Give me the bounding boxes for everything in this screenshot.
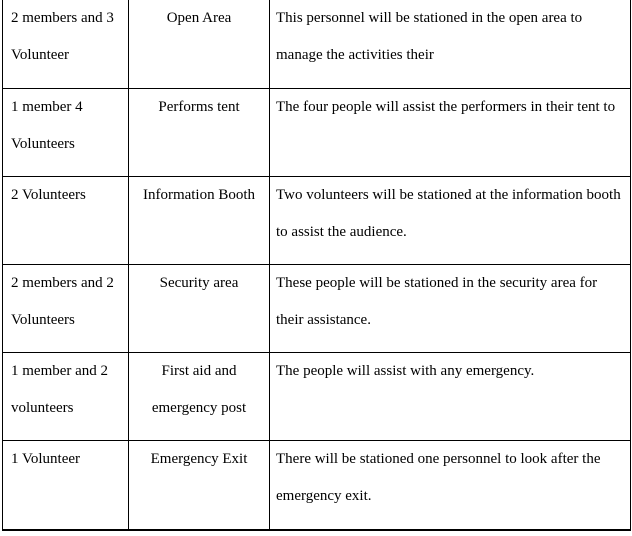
staff-cell: 2 Volunteers [2, 175, 129, 265]
duty-text: These people will be stationed in the se… [276, 274, 598, 328]
table-row: 1 Volunteer Emergency Exit There will be… [2, 439, 631, 531]
location-text: Security area [159, 274, 239, 291]
duty-cell: Two volunteers will be stationed at the … [269, 175, 631, 265]
table-row: 2 members and 2 Volunteers Security area… [2, 263, 631, 353]
staff-cell: 1 Volunteer [2, 439, 129, 531]
table-row: 1 member 4 Volunteers Performs tent The … [2, 87, 631, 177]
location-cell: Performs tent [128, 87, 270, 177]
location-text: Emergency Exit [150, 450, 248, 467]
table-row: 2 Volunteers Information Booth Two volun… [2, 175, 631, 265]
location-cell: First aid and emergency post [128, 351, 270, 441]
staff-cell: 2 members and 2 Volunteers [2, 263, 129, 353]
staff-text: 2 Volunteers [11, 186, 86, 203]
staff-text: 1 member 4 Volunteers [11, 98, 83, 152]
staff-text: 1 Volunteer [11, 450, 81, 467]
duty-text: Two volunteers will be stationed at the … [276, 186, 621, 240]
duty-text: The four people will assist the performe… [276, 98, 616, 115]
staff-text: 2 members and 3 Volunteer [11, 10, 114, 63]
location-text: First aid and emergency post [151, 362, 247, 416]
staff-text: 2 members and 2 Volunteers [11, 274, 114, 328]
location-cell: Security area [128, 263, 270, 353]
duty-cell: The people will assist with any emergenc… [269, 351, 631, 441]
staff-cell: 1 member 4 Volunteers [2, 87, 129, 177]
location-text: Information Booth [142, 186, 256, 203]
duty-text: There will be stationed one personnel to… [276, 450, 601, 504]
location-cell: Information Booth [128, 175, 270, 265]
duty-cell: The four people will assist the performe… [269, 87, 631, 177]
duty-cell: These people will be stationed in the se… [269, 263, 631, 353]
location-text: Open Area [166, 10, 232, 26]
location-text: Performs tent [158, 98, 240, 115]
table-row: 1 member and 2 volunteers First aid and … [2, 351, 631, 441]
staff-cell: 1 member and 2 volunteers [2, 351, 129, 441]
staff-text: 1 member and 2 volunteers [11, 362, 109, 416]
location-cell: Open Area [128, 0, 270, 89]
staff-cell: 2 members and 3 Volunteer [2, 0, 129, 89]
duty-text: This personnel will be stationed in the … [276, 10, 583, 63]
duty-cell: This personnel will be stationed in the … [269, 0, 631, 89]
duty-cell: There will be stationed one personnel to… [269, 439, 631, 531]
location-cell: Emergency Exit [128, 439, 270, 531]
duty-text: The people will assist with any emergenc… [276, 362, 535, 379]
table-row: 2 members and 3 Volunteer Open Area This… [2, 0, 631, 89]
